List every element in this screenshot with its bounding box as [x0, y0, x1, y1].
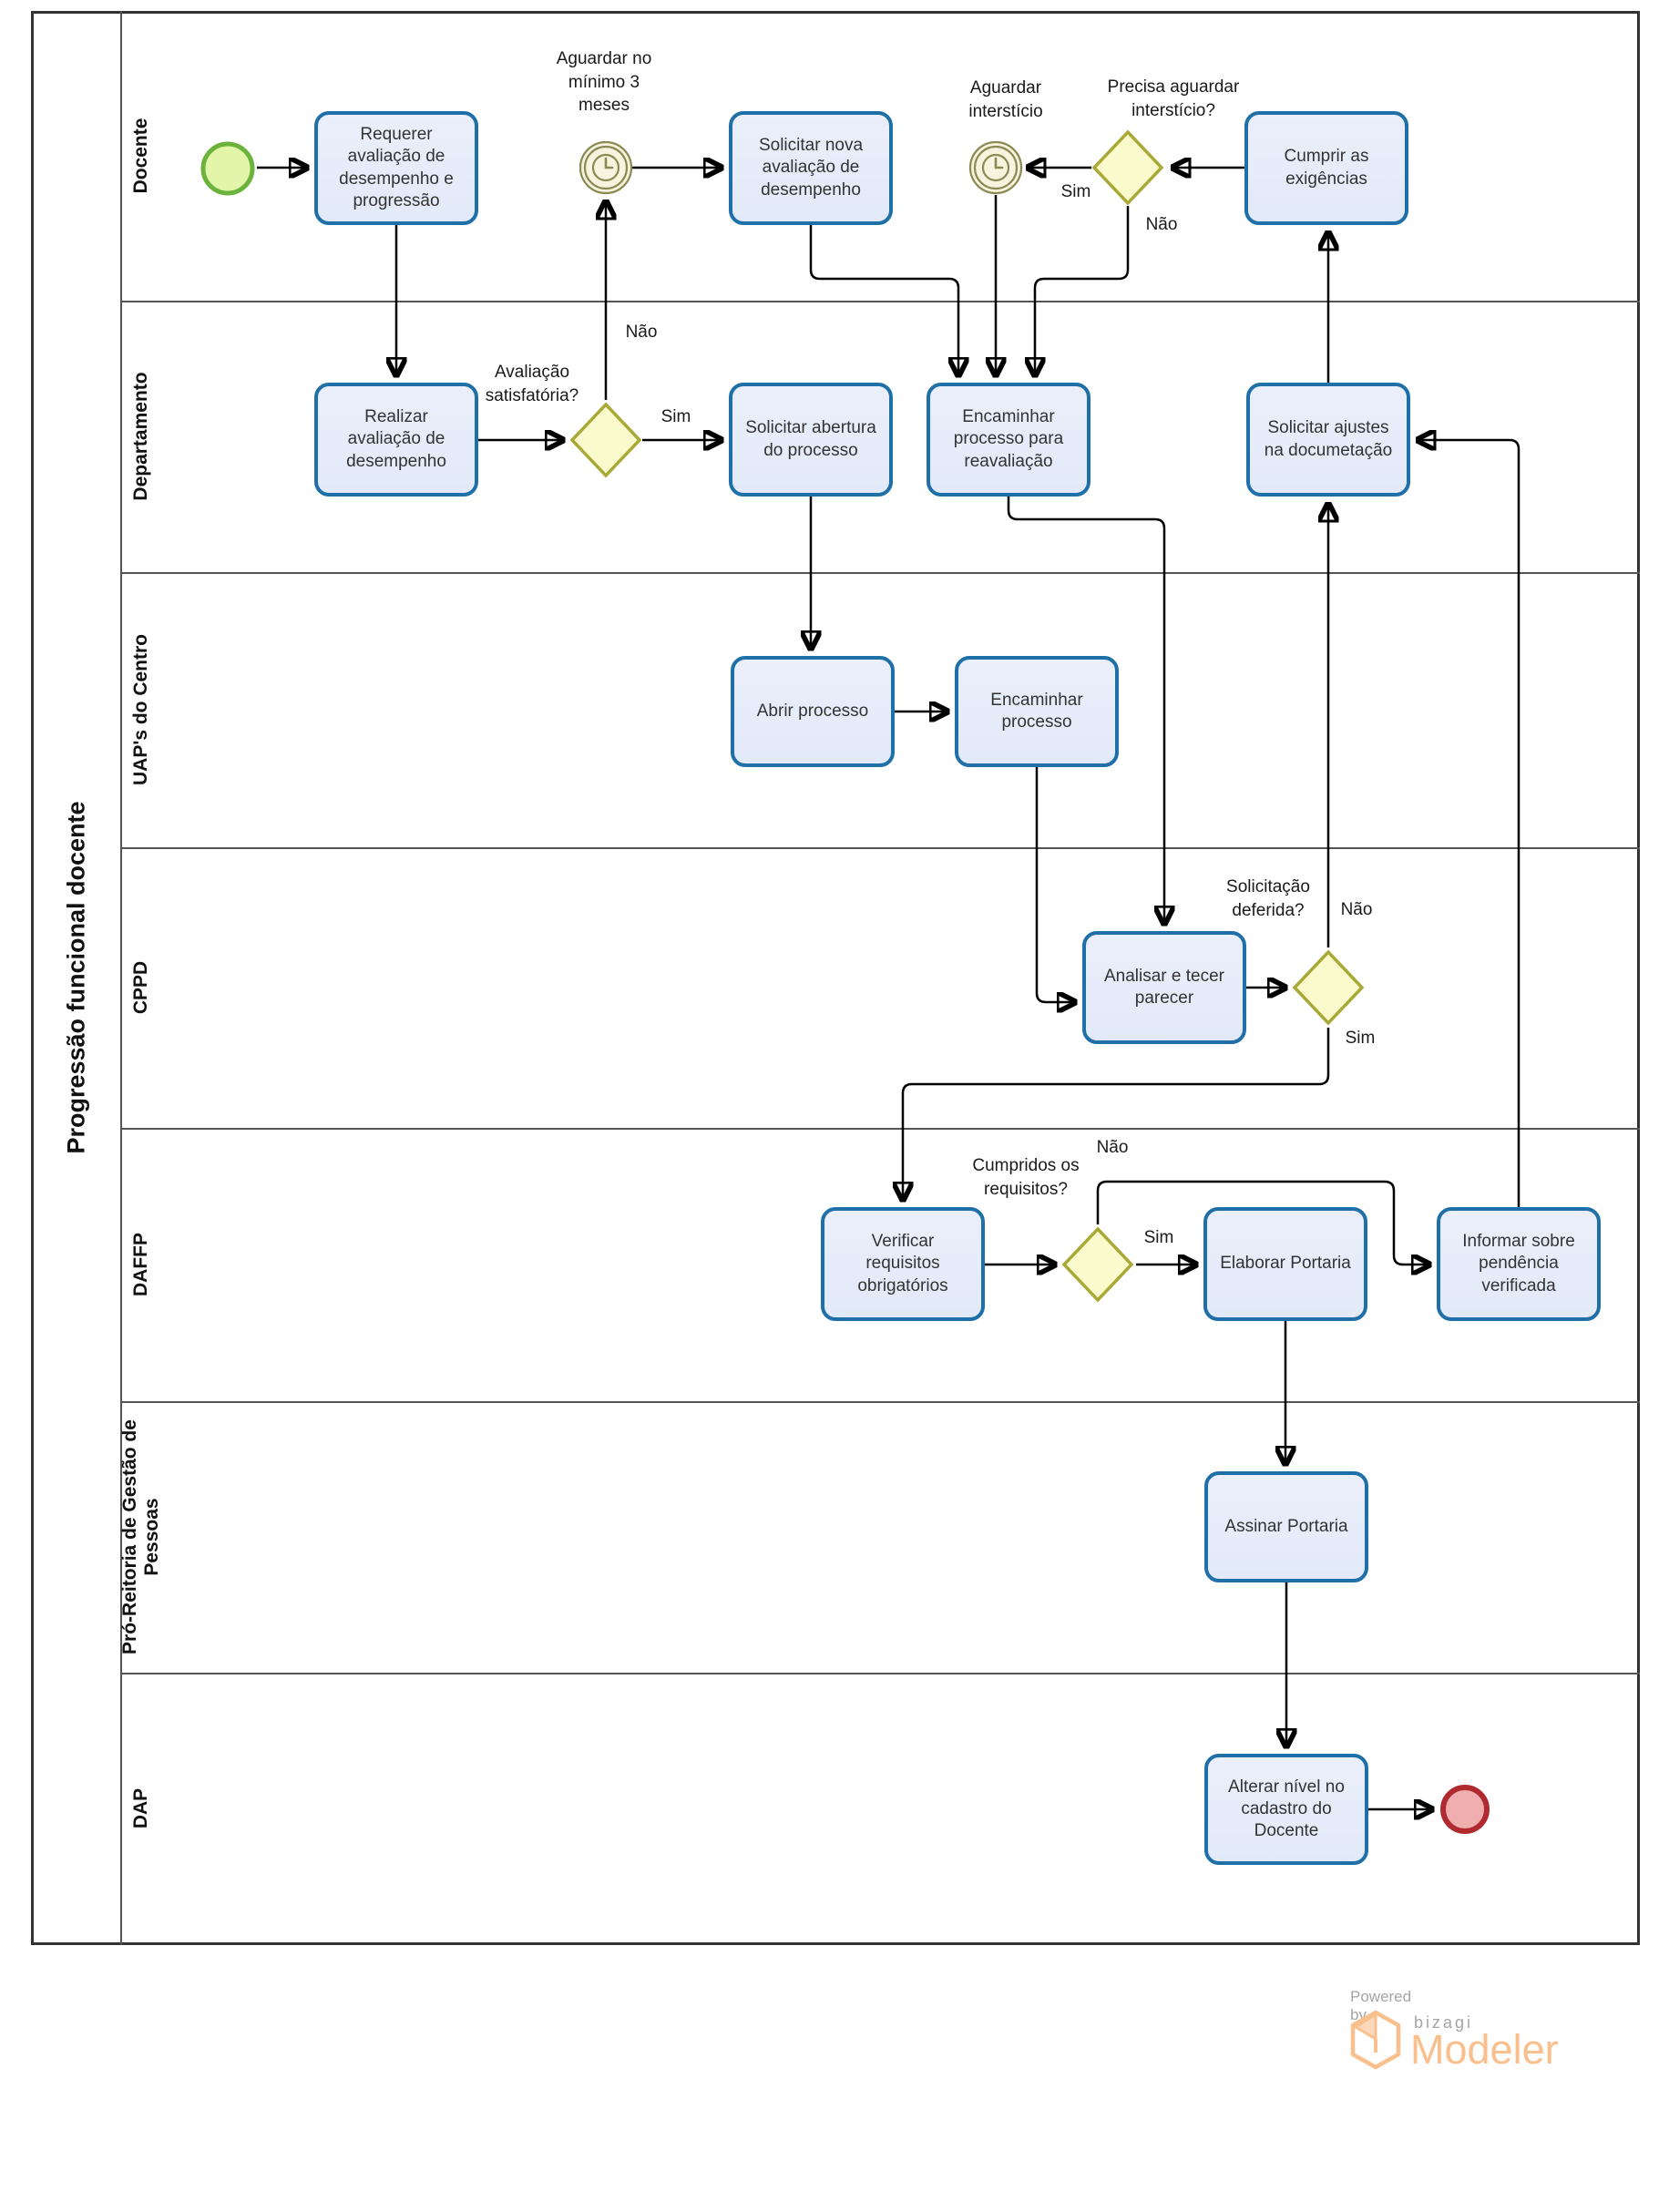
flow-gw2-nao-to-reavaliacao	[1035, 206, 1130, 375]
gw1-question-label: Avaliação satisfatória?	[485, 363, 579, 405]
gw1-no-label: Não	[625, 323, 658, 342]
task-encaminhar-reavaliacao[interactable]: Encaminhar processo para reavaliação	[927, 383, 1090, 497]
lane-divider-2	[120, 572, 1640, 574]
flow-gw4-nao-to-informar	[1096, 1180, 1429, 1265]
task-requerer-avaliacao[interactable]: Requerer avaliação de desempenho e progr…	[314, 111, 478, 225]
bizagi-hexagon-icon	[1350, 2010, 1401, 2070]
task-assinar-portaria[interactable]: Assinar Portaria	[1204, 1471, 1368, 1582]
task-solicitar-ajustes[interactable]: Solicitar ajustes na documetação	[1246, 383, 1410, 497]
flow-reavaliacao-to-analisar	[1007, 497, 1164, 924]
flow-informar-to-ajustes	[1418, 440, 1521, 1207]
gw3-no-label: Não	[1340, 900, 1373, 919]
start-event[interactable]	[200, 141, 255, 196]
end-event[interactable]	[1439, 1784, 1490, 1835]
flow-solicitar-nova-to-reavaliacao	[809, 225, 958, 375]
task-solicitar-abertura[interactable]: Solicitar abertura do processo	[729, 383, 893, 497]
gw3-yes-label: Sim	[1345, 1029, 1376, 1048]
lane-divider-4	[120, 1128, 1640, 1130]
gateway-cumpridos-requisitos[interactable]	[1061, 1226, 1134, 1303]
gw2-no-label: Não	[1145, 215, 1178, 234]
task-realizar-avaliacao[interactable]: Realizar avaliação de desempenho	[314, 383, 478, 497]
timer1-label: Aguardar no mínimo 3 meses	[556, 49, 652, 116]
gw2-yes-label: Sim	[1060, 182, 1091, 201]
task-encaminhar-processo[interactable]: Encaminhar processo	[955, 656, 1119, 767]
gw4-yes-label: Sim	[1143, 1228, 1174, 1247]
task-analisar-parecer[interactable]: Analisar e tecer parecer	[1082, 931, 1246, 1044]
gateway-avaliacao-satisfatoria[interactable]	[569, 402, 642, 478]
gateway-precisa-aguardar-intersticio[interactable]	[1091, 129, 1164, 206]
gw2-question-label: Precisa aguardar interstício?	[1107, 77, 1240, 120]
lane-divider-3	[120, 847, 1640, 849]
pool-border	[31, 11, 1640, 1945]
gateway-solicitacao-deferida[interactable]	[1292, 949, 1365, 1026]
task-informar-pendencia[interactable]: Informar sobre pendência verificada	[1437, 1207, 1601, 1321]
pool-title-divider	[120, 11, 122, 1945]
task-verificar-requisitos[interactable]: Verificar requisitos obrigatórios	[821, 1207, 985, 1321]
gw4-no-label: Não	[1096, 1138, 1129, 1157]
timer2-label: Aguardar interstício	[968, 78, 1043, 121]
lane-divider-1	[120, 301, 1640, 302]
bizagi-brand-text: bizagi	[1414, 2013, 1474, 2032]
gw4-question-label: Cumpridos os requisitos?	[972, 1156, 1080, 1199]
modeler-product-text: Modeler	[1410, 2026, 1559, 2073]
lane-divider-5	[120, 1401, 1640, 1403]
task-solicitar-nova-avaliacao[interactable]: Solicitar nova avaliação de desempenho	[729, 111, 893, 225]
timer-event-aguardar-3-meses[interactable]	[579, 140, 633, 195]
gw3-question-label: Solicitação deferida?	[1226, 877, 1310, 920]
timer-event-aguardar-intersticio[interactable]	[968, 140, 1023, 195]
flow-gw3-sim-to-verificar	[903, 1028, 1330, 1200]
task-abrir-processo[interactable]: Abrir processo	[731, 656, 895, 767]
flow-encaminhar-to-analisar	[1035, 767, 1075, 1002]
lane-divider-6	[120, 1673, 1640, 1674]
task-elaborar-portaria[interactable]: Elaborar Portaria	[1203, 1207, 1367, 1321]
gw1-yes-label: Sim	[660, 407, 691, 426]
task-alterar-nivel[interactable]: Alterar nível no cadastro do Docente	[1204, 1754, 1368, 1865]
task-cumprir-exigencias[interactable]: Cumprir as exigências	[1244, 111, 1408, 225]
